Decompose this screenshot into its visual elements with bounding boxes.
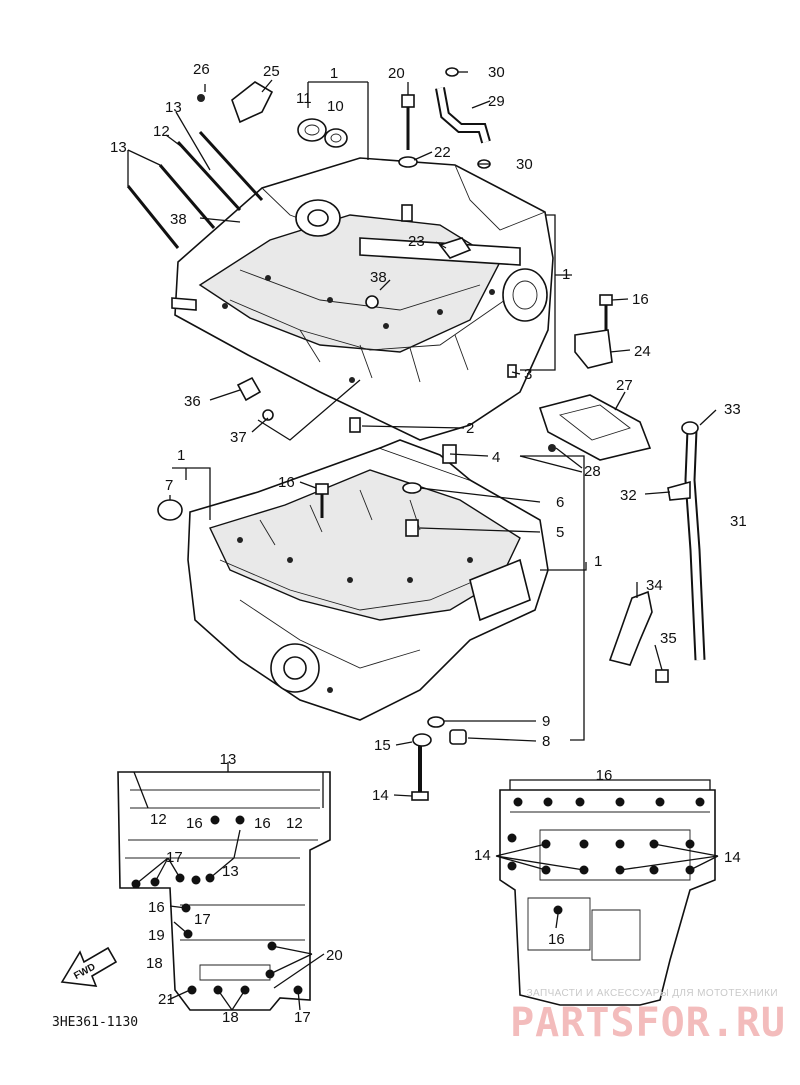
tv-left-18b: 18 [222,1009,239,1026]
bolt-20 [398,94,418,222]
plate-27 [538,394,652,461]
bolt-16-lower [315,483,329,518]
label-12: 12 [153,123,170,140]
label-34: 34 [646,577,663,594]
upper-crankcase [171,157,554,441]
tv-left-17b: 17 [194,911,211,928]
tv-right-16a: 16 [596,767,613,784]
label-1-right-upper: 1 [562,266,570,283]
tv-left-13b: 13 [222,863,239,880]
tv-left-12b: 12 [286,815,303,832]
label-5: 5 [556,524,564,541]
label-31: 31 [730,513,747,530]
label-36: 36 [184,393,201,410]
label-1-top: 1 [330,65,338,82]
label-1-left: 1 [177,447,185,464]
tv-right-16b: 16 [548,931,565,948]
tv-left-19: 19 [148,927,165,944]
tv-left-17c: 17 [294,1009,311,1026]
drawing-code: 3HE361-1130 [52,1015,138,1030]
label-28: 28 [584,463,601,480]
tv-left-16b: 16 [254,815,271,832]
tv-right-14b: 14 [724,849,741,866]
label-22: 22 [434,144,451,161]
label-16-lower: 16 [278,474,295,491]
label-20: 20 [388,65,405,82]
watermark: ЗАПЧАСТИ И АКСЕССУАРЫ ДЛЯ МОТОТЕХНИКИ PA… [510,988,786,1046]
tv-right-14a: 14 [474,847,491,864]
lever-34 [608,590,669,683]
label-30-b: 30 [516,156,533,173]
label-8: 8 [542,733,550,750]
tv-left-20: 20 [326,947,343,964]
label-13-b: 13 [110,139,127,156]
label-33: 33 [724,401,741,418]
label-11: 11 [296,90,312,107]
fwd-arrow: FWD [60,946,118,987]
label-38-left: 38 [170,211,187,228]
label-1-right-lower: 1 [594,553,602,570]
label-32: 32 [620,487,637,504]
label-4: 4 [492,449,500,466]
label-30-a: 30 [488,64,505,81]
label-10: 10 [327,98,344,115]
label-13-a: 13 [165,99,182,116]
label-2: 2 [466,420,474,437]
label-3: 3 [524,366,532,383]
bracket-25 [197,81,274,124]
label-27: 27 [616,377,633,394]
label-24: 24 [634,343,651,360]
drain-parts [411,716,467,801]
top-view-left: 13 12 16 16 12 17 13 16 17 19 18 20 21 1… [117,751,343,1026]
tv-left-17a: 17 [166,849,183,866]
tv-left-12a: 12 [150,811,167,828]
studs [126,130,264,249]
label-14: 14 [372,787,389,804]
label-23: 23 [408,233,425,250]
seal-7 [157,499,183,521]
callout-numbers: 1 1 1 1 2 3 4 5 6 7 8 9 10 11 12 13 13 1… [110,61,747,804]
label-37: 37 [230,429,247,446]
label-15: 15 [374,737,391,754]
tv-left-18a: 18 [146,955,163,972]
bearing-and-seal [297,118,348,148]
label-29: 29 [488,93,505,110]
tv-left-16c: 16 [148,899,165,916]
label-35: 35 [660,630,677,647]
label-25: 25 [263,63,280,80]
tv-left-13: 13 [220,751,237,768]
dowels [349,295,517,537]
hose-31 [667,421,706,661]
watermark-brand: PARTSFOR.RU [510,1000,786,1046]
label-7: 7 [165,477,173,494]
label-16-right: 16 [632,291,649,308]
tv-left-21: 21 [158,991,175,1008]
label-6: 6 [556,494,564,511]
lower-crankcase [187,439,549,721]
top-view-right: 16 14 14 16 [474,767,741,1006]
sensor-36 [236,376,274,421]
label-9: 9 [542,713,550,730]
label-26: 26 [193,61,210,78]
watermark-caption: ЗАПЧАСТИ И АКСЕССУАРЫ ДЛЯ МОТОТЕХНИКИ [527,988,778,999]
brackets-23-24 [438,237,613,369]
tv-left-16a: 16 [186,815,203,832]
label-38-mid: 38 [370,269,387,286]
leader-lines [127,71,717,797]
